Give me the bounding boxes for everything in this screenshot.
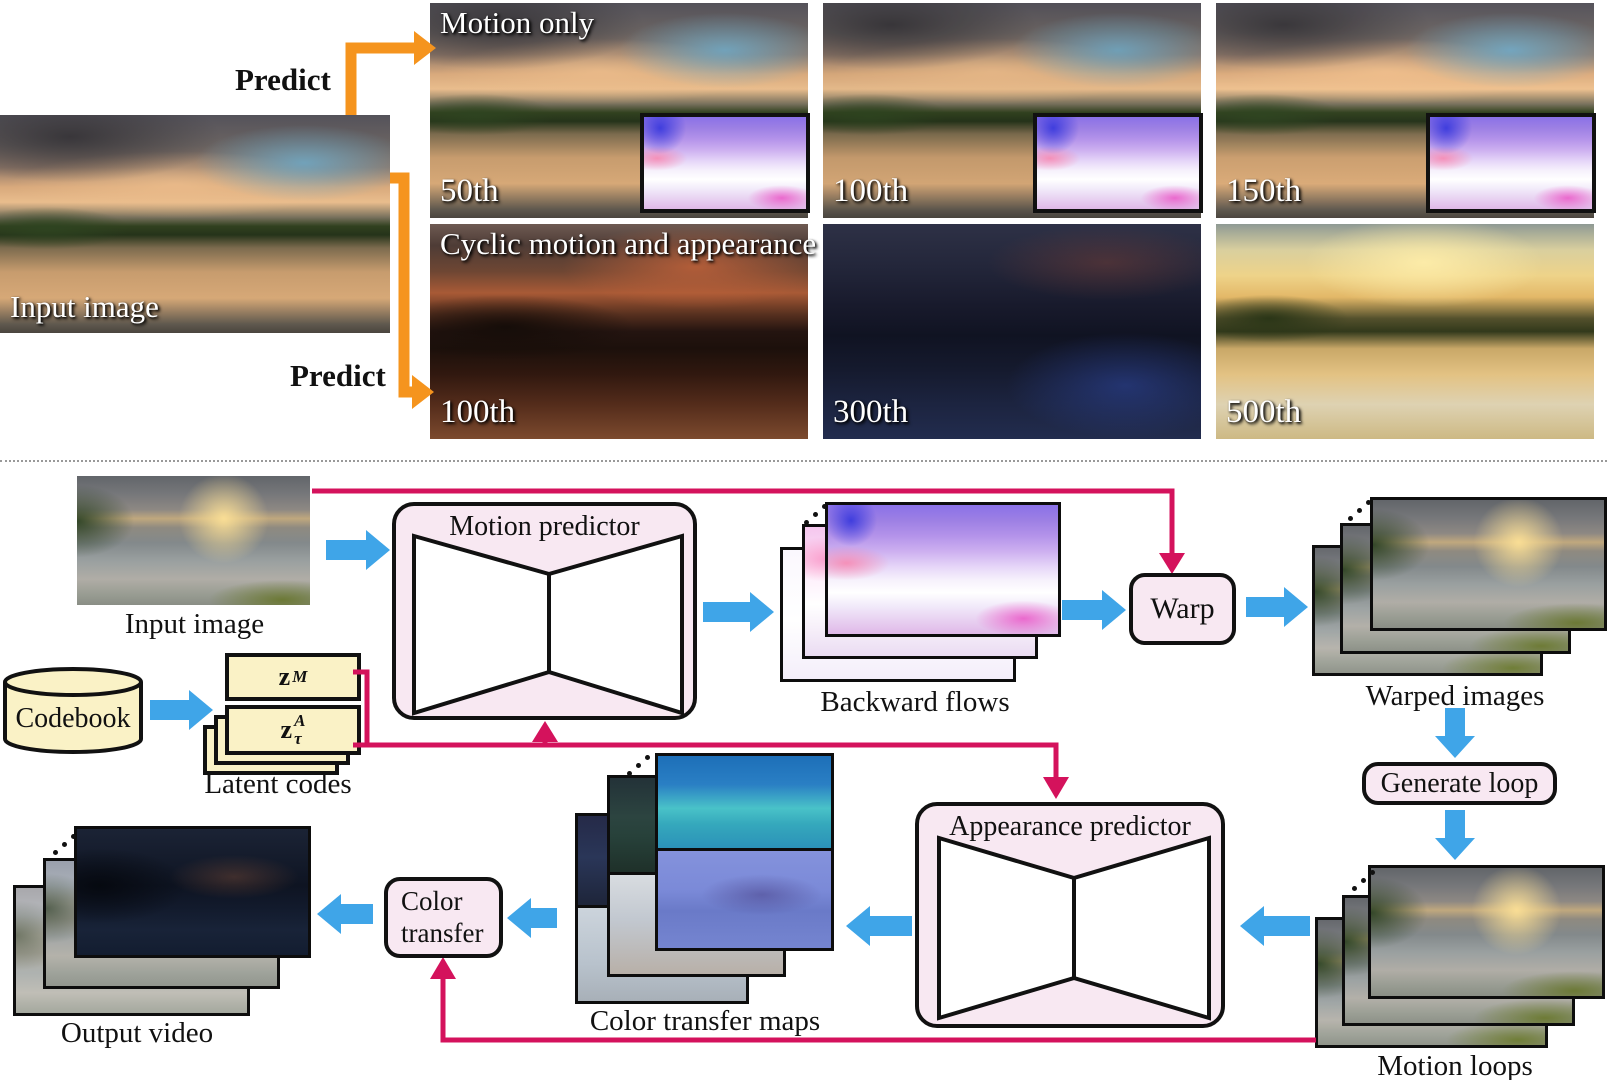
arrow-genloop-to-loops: [1435, 810, 1475, 860]
ellipsis-dots: [627, 755, 651, 777]
backward-flows-caption: Backward flows: [820, 686, 1010, 718]
flow-inset-150: [1426, 113, 1596, 213]
motion-loops-stack: [1315, 865, 1607, 1050]
ellipsis-dots: [53, 834, 77, 856]
arrow-warped-to-genloop: [1435, 708, 1475, 758]
frame-label-50th: 50th: [440, 173, 499, 209]
output-video-stack: [13, 826, 311, 1016]
predict-arrow-bottom: [390, 172, 414, 398]
section-divider: [0, 460, 1607, 462]
arrow-mp-to-flows: [703, 592, 774, 632]
color-transfer-box: Color transfer: [384, 877, 503, 958]
row2-title: Cyclic motion and appearance: [440, 226, 817, 261]
warp-box: Warp: [1129, 573, 1236, 645]
warp-label: Warp: [1150, 592, 1215, 625]
latent-appearance-sub: τ: [294, 729, 302, 748]
latent-appearance-sup: A: [294, 711, 306, 731]
arrow-loops-to-ap: [1240, 906, 1310, 946]
generate-loop-label: Generate loop: [1380, 767, 1539, 799]
arrow-codebook-to-latent: [150, 690, 213, 730]
predict-label-bottom: Predict: [290, 358, 386, 393]
frame-label-150th: 150th: [1226, 173, 1302, 209]
diagram-input-caption: Input image: [124, 608, 265, 640]
input-image-photo: [0, 115, 390, 333]
frame-label-500th: 500th: [1226, 394, 1302, 430]
color-transfer-maps-caption: Color transfer maps: [589, 1005, 821, 1037]
encoder-decoder-glyph: [937, 835, 1211, 1021]
color-transfer-label: Color transfer: [401, 886, 484, 949]
flow-inset-50: [640, 113, 810, 213]
ellipsis-dots: [1352, 870, 1376, 892]
row1-title: Motion only: [440, 5, 595, 40]
frame-photo-cyclic-300: [823, 224, 1201, 439]
color-transfer-maps-stack: [575, 753, 834, 1005]
frame-photo-cyclic-500: [1216, 224, 1594, 439]
motion-predictor-box: Motion predictor: [392, 502, 697, 720]
output-video-caption: Output video: [60, 1017, 214, 1049]
appearance-predictor-box: Appearance predictor: [915, 802, 1225, 1028]
predict-label-top: Predict: [235, 62, 331, 97]
arrow-ct-to-output: [317, 894, 373, 934]
arrow-warp-to-warped: [1246, 587, 1308, 627]
appearance-predictor-title: Appearance predictor: [949, 811, 1191, 842]
input-image-label: Input image: [10, 289, 159, 324]
warped-images-stack: [1312, 497, 1607, 679]
motion-loops-caption: Motion loops: [1377, 1050, 1533, 1080]
ellipsis-dots: [804, 504, 828, 526]
latent-motion-base: z: [278, 662, 291, 691]
codebook-label: Codebook: [15, 703, 131, 734]
diagram-input-photo: [77, 476, 310, 605]
codebook-cylinder: [3, 667, 143, 754]
frame-label-300th: 300th: [833, 394, 909, 430]
backward-flows-stack: [780, 502, 1061, 687]
arrow-flows-to-warp: [1062, 590, 1126, 630]
encoder-decoder-glyph: [412, 533, 684, 716]
frame-photo-cyclic-100: [430, 224, 808, 439]
generate-loop-box: Generate loop: [1362, 762, 1557, 805]
warped-images-caption: Warped images: [1365, 680, 1545, 712]
frame-label-100th-r2: 100th: [440, 394, 516, 430]
arrow-maps-to-ct: [507, 898, 557, 938]
motion-predictor-title: Motion predictor: [449, 511, 640, 542]
frame-label-100th-r1: 100th: [833, 173, 909, 209]
latent-motion-sup: M: [292, 667, 308, 687]
arrow-ap-to-maps: [846, 906, 912, 946]
latent-appearance-base: z: [280, 715, 293, 744]
ellipsis-dots: [1348, 500, 1372, 522]
predict-arrow-top: [345, 42, 416, 115]
latent-codes-caption: Latent codes: [204, 768, 352, 800]
flow-inset-100: [1033, 113, 1203, 213]
arrow-input-to-mp: [326, 530, 390, 570]
